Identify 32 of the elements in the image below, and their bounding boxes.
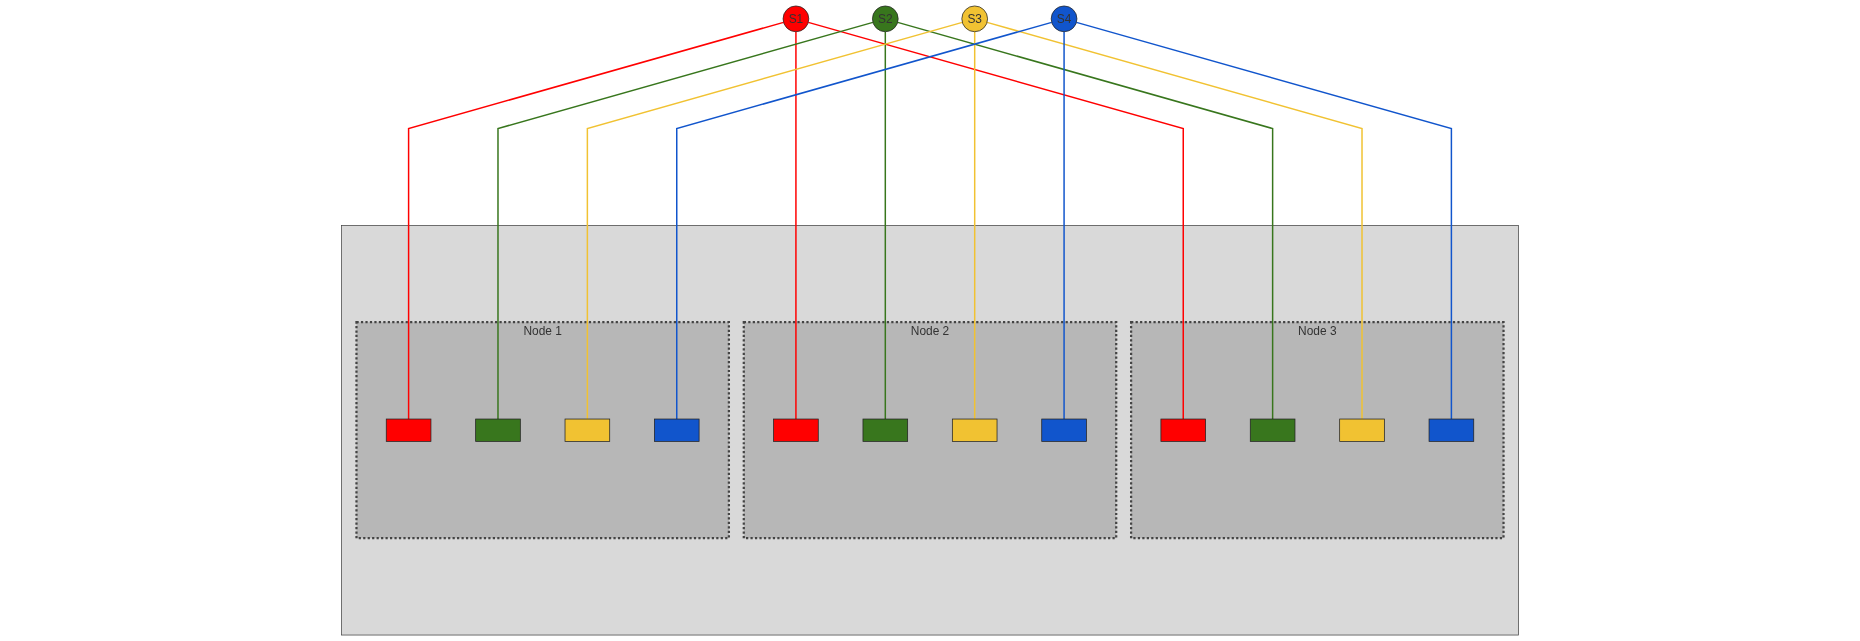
- connector: [497, 21, 874, 420]
- connector: [896, 21, 1274, 420]
- node-circle: S1: [782, 5, 810, 33]
- connector: [973, 30, 976, 420]
- node-circle: S3: [961, 5, 988, 33]
- connector: [407, 21, 785, 420]
- node-box: [475, 418, 521, 442]
- node-box: [952, 418, 998, 442]
- node-box: [1249, 418, 1296, 442]
- node-box: [1160, 418, 1206, 442]
- cluster: [341, 225, 1519, 636]
- cluster: Node 1: [355, 321, 730, 540]
- node-box: [564, 418, 611, 442]
- connector: [884, 30, 887, 420]
- connector: [586, 21, 964, 420]
- node-box: [1041, 418, 1087, 442]
- node-box: [385, 418, 432, 442]
- node-box: [862, 418, 908, 442]
- connector: [1063, 30, 1065, 420]
- connector: [807, 21, 1184, 420]
- connector: [1075, 21, 1453, 420]
- connector: [986, 21, 1363, 420]
- node-circle: S4: [1050, 5, 1078, 33]
- connector: [795, 30, 797, 420]
- cluster: Node 2: [742, 321, 1118, 540]
- node-box: [1428, 418, 1475, 442]
- cluster: Node 3: [1130, 321, 1505, 540]
- node-box: [1339, 418, 1385, 442]
- node-circle: S2: [872, 5, 899, 33]
- node-box: [773, 418, 819, 442]
- node-box: [654, 418, 700, 442]
- connector: [676, 21, 1053, 420]
